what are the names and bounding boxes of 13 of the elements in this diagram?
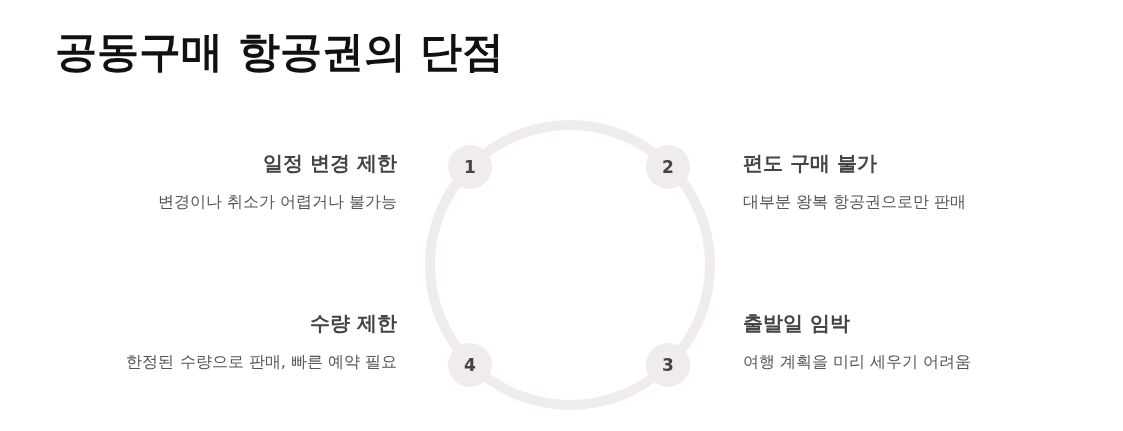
item-heading: 출발일 임박	[743, 310, 850, 337]
item-heading: 일정 변경 제한	[263, 150, 397, 177]
item-heading: 수량 제한	[310, 310, 397, 337]
number-circle: 3	[646, 343, 690, 387]
item-heading: 편도 구매 불가	[743, 150, 877, 177]
item-description: 변경이나 취소가 어렵거나 불가능	[157, 192, 397, 213]
item-description: 여행 계획을 미리 세우기 어려움	[743, 352, 972, 373]
number-circle: 1	[448, 145, 492, 189]
number-circle: 2	[646, 145, 690, 189]
item-description: 대부분 왕복 항공권으로만 판매	[743, 192, 967, 213]
item-description: 한정된 수량으로 판매, 빠른 예약 필요	[126, 352, 397, 373]
title: 공동구매 항공권의 단점	[55, 26, 505, 78]
number-circle: 4	[448, 343, 492, 387]
